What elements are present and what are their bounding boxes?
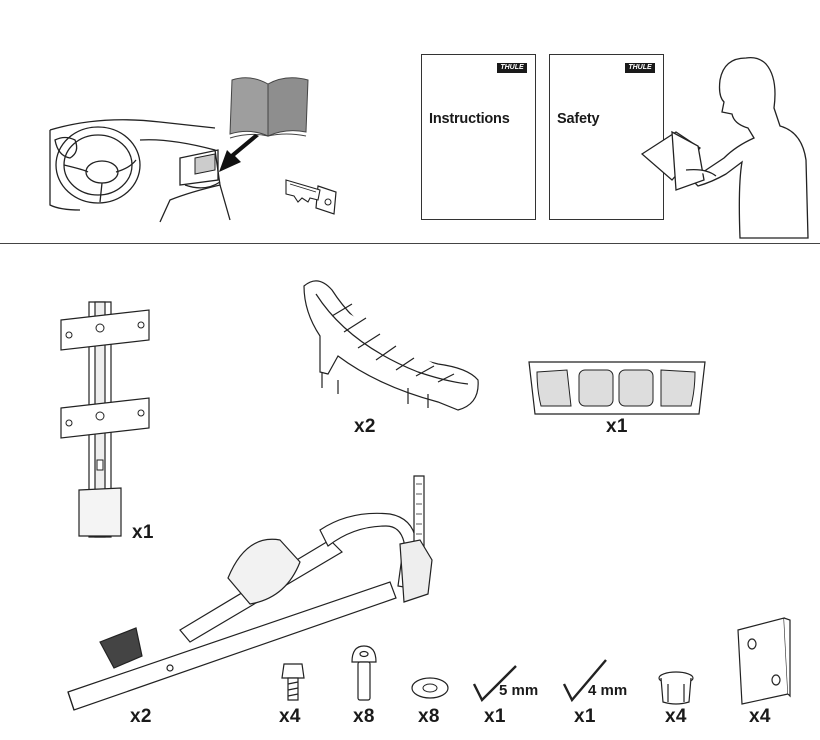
end-cap-icon xyxy=(656,670,696,706)
qty-plate: x4 xyxy=(749,706,771,727)
mounting-bracket-icon xyxy=(55,300,155,540)
button-head-bolt-icon xyxy=(350,644,378,704)
qty-washer: x8 xyxy=(418,706,440,727)
person-reading-icon xyxy=(636,50,811,240)
safety-document: THULE Safety xyxy=(549,54,664,220)
hex-key-5mm-icon xyxy=(470,662,518,704)
bike-carrier-arm-icon xyxy=(60,470,455,720)
qty-bike-carrier-arm: x2 xyxy=(130,706,152,727)
reflector-sticker-sheet-icon xyxy=(527,360,707,416)
size-hex-key-4mm: 4 mm xyxy=(588,682,628,699)
wheel-cradle-icon xyxy=(298,276,484,416)
qty-hex-key-5mm: x1 xyxy=(484,706,506,727)
qty-end-cap: x4 xyxy=(665,706,687,727)
thule-logo: THULE xyxy=(497,63,527,73)
hex-key-4mm-icon xyxy=(560,656,608,704)
hex-bolt-icon xyxy=(280,660,306,704)
instructions-title: Instructions xyxy=(429,111,510,127)
arrow-icon xyxy=(219,134,259,172)
car-dashboard-glovebox-icon xyxy=(40,110,250,225)
washer-icon xyxy=(410,676,450,702)
qty-mounting-bracket: x1 xyxy=(132,522,154,543)
qty-reflector-sticker-sheet: x1 xyxy=(606,416,628,437)
size-hex-key-5mm: 5 mm xyxy=(499,682,539,699)
thule-logo: THULE xyxy=(625,63,655,73)
qty-button-head-bolt: x8 xyxy=(353,706,375,727)
key-icon xyxy=(282,172,342,218)
qty-hex-key-4mm: x1 xyxy=(574,706,596,727)
qty-hex-bolt: x4 xyxy=(279,706,301,727)
manual-book-icon xyxy=(228,74,312,140)
safety-title: Safety xyxy=(557,111,600,127)
plate-icon xyxy=(736,616,792,706)
section-divider xyxy=(0,243,820,244)
instructions-document: THULE Instructions xyxy=(421,54,536,220)
qty-wheel-cradle: x2 xyxy=(354,416,376,437)
